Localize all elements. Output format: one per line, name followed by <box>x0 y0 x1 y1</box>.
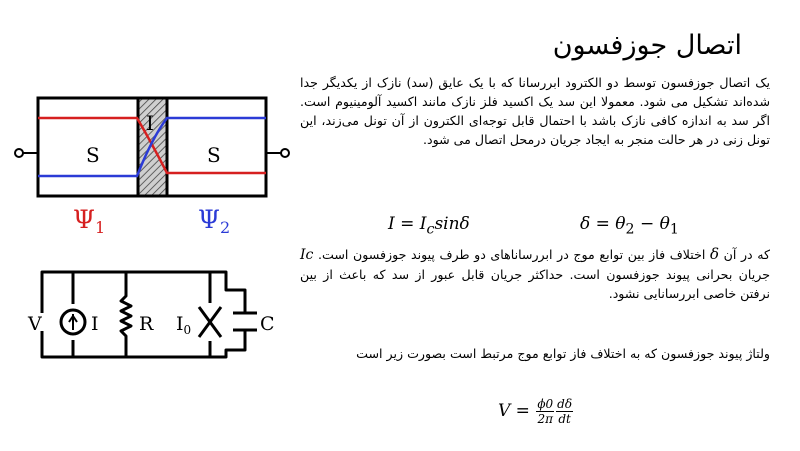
capacitance-label: C <box>260 313 275 335</box>
voltage-label: V <box>27 313 42 335</box>
top-wire <box>40 270 226 313</box>
insulator-label: I <box>146 111 154 135</box>
eq2-theta2-sub: 2 <box>625 221 635 238</box>
current-source <box>59 308 87 336</box>
current-equation: I = Icsinδ <box>388 214 470 237</box>
eq3-lhs: V = <box>498 401 536 421</box>
current-label: I <box>91 313 99 335</box>
eq1-lhs: I <box>388 214 395 234</box>
capacitor-top-lead <box>218 270 247 312</box>
eq2-minus: − <box>634 214 660 234</box>
critical-current-label: I0 <box>176 313 191 337</box>
page-title: اتصال جوزفسون <box>552 30 742 61</box>
left-superconductor-label: S <box>86 143 100 167</box>
eq2-theta1-sub: 1 <box>669 221 679 238</box>
resistance-label: R <box>139 313 154 335</box>
eq1-ic: I <box>419 214 427 234</box>
eq2-lhs: δ = <box>580 214 616 234</box>
current-source-arrow <box>68 314 78 330</box>
eq2-theta1: θ <box>659 214 670 234</box>
eq2-theta2: θ <box>615 214 626 234</box>
psi1-label: Ψ1 <box>73 205 105 237</box>
voltage-paragraph: ولتاژ پیوند جوزفسون که به اختلاف فاز توا… <box>356 346 770 361</box>
eq1-sin: sinδ <box>434 214 470 234</box>
right-terminal <box>280 148 290 158</box>
bottom-wire <box>40 331 226 359</box>
p2-delta-symbol: δ <box>709 245 720 263</box>
junction-cross-b <box>197 306 223 338</box>
eq1-equals: = <box>394 214 420 234</box>
capacitor-bottom-lead <box>210 331 247 359</box>
psi2-label: Ψ2 <box>198 205 230 237</box>
left-terminal <box>14 148 24 158</box>
resistor <box>119 272 133 357</box>
phase-paragraph: که در آن δ اختلاف فاز بین توابع موج در ا… <box>300 245 770 303</box>
psi2-wave <box>38 116 266 178</box>
p2-ic-symbol: Ic <box>300 247 314 263</box>
intro-paragraph: یک اتصال جوزفسون توسط دو الکترود ابررسان… <box>300 75 770 147</box>
p2-part2: اختلاف فاز بین توابع موج در ابررساناهای … <box>313 247 710 262</box>
p2-part3: جریان بحرانی پیوند جوزفسون است. حداکثر ج… <box>300 267 770 301</box>
junction-box <box>36 96 268 198</box>
right-superconductor-label: S <box>207 143 221 167</box>
phase-equation: δ = θ2 − θ1 <box>580 214 679 237</box>
eq1-ic-sub: c <box>426 221 435 238</box>
p2-part1: که در آن <box>719 247 770 262</box>
